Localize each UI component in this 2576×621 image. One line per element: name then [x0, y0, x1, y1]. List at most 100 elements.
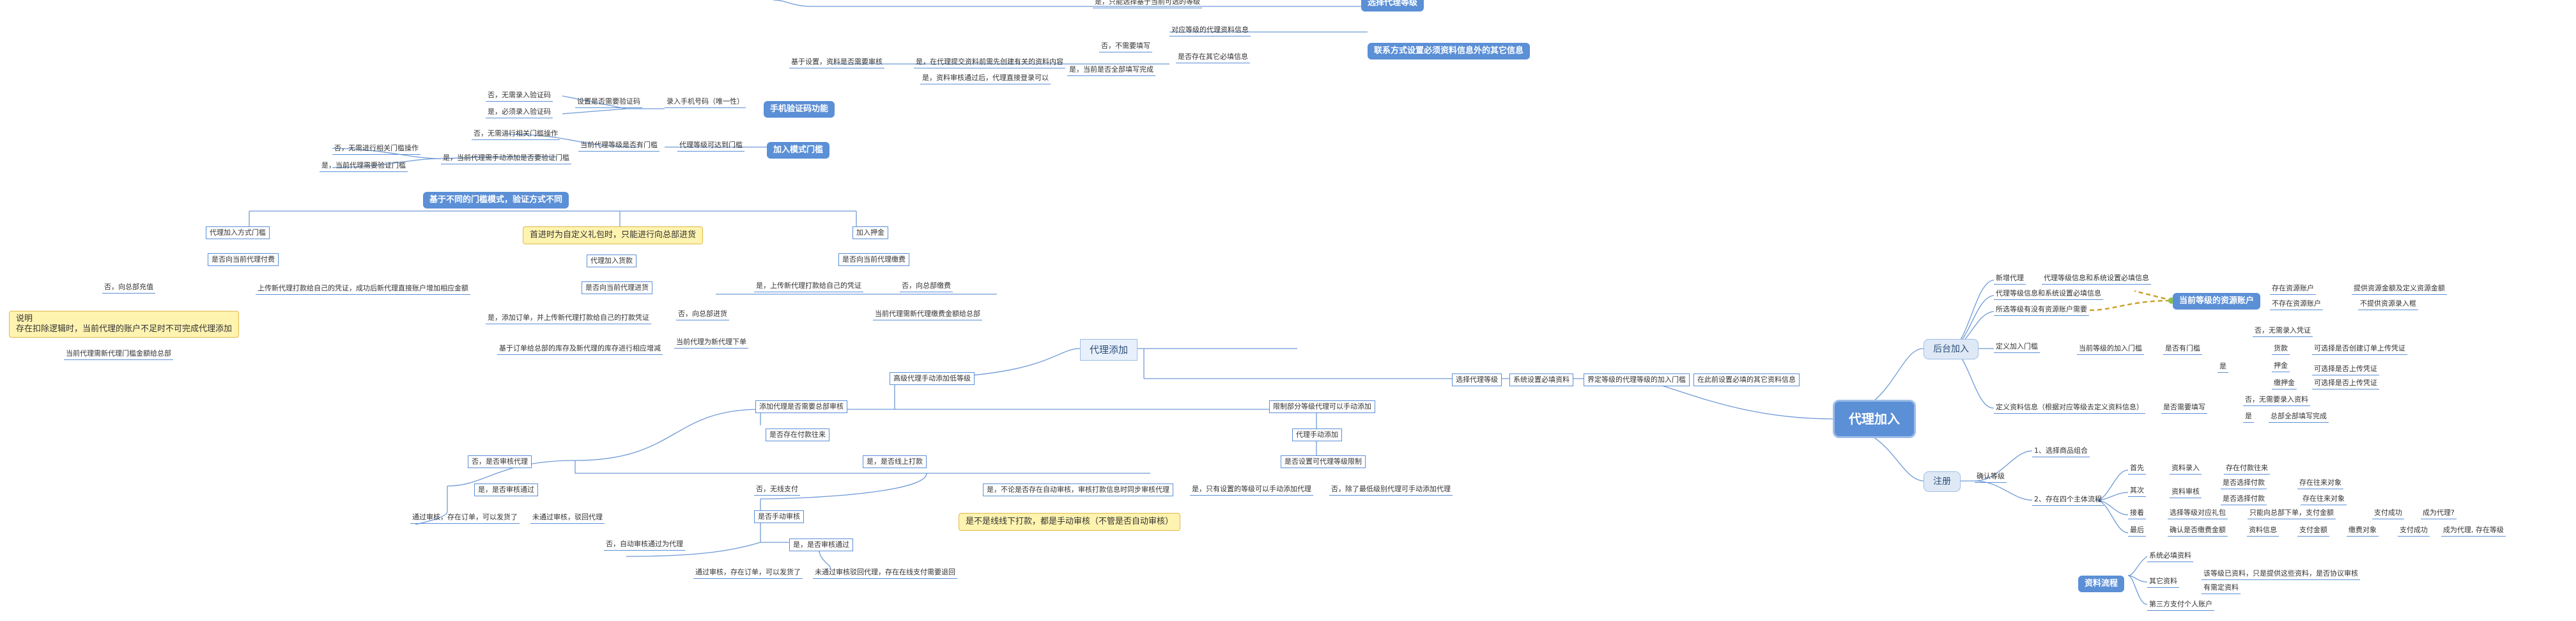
right-row-head-3: 最后	[2128, 526, 2146, 537]
right-other-info: 其它资料	[2147, 577, 2179, 588]
top-no-input-code: 否，无需录入验证码	[486, 91, 553, 102]
flow-hint-not-need-audit[interactable]: 是，不论是否存在自动审核，审核打款信息时同步审核代理	[983, 483, 1173, 496]
flow-reject-order2: 未通过审核驳回代理，存在在线支付需要退回	[813, 568, 957, 579]
right-row-2-col-1: 只能向总部下单，支付金额	[2248, 508, 2336, 519]
top-contact-info[interactable]: 联系方式设置必须资料信息外的其它信息	[1368, 43, 1531, 59]
right-whether-required: 是否需要填写	[2161, 403, 2207, 414]
right-third-a: 存在往来对象	[2297, 478, 2343, 489]
flow-tag-0[interactable]: 选择代理等级	[1452, 373, 1502, 386]
right-pay-fee: 押金	[2272, 361, 2290, 372]
flow-yes-auto-pass: 否，自动审核通过为代理	[604, 540, 685, 551]
right-row-head-1: 其次	[2128, 486, 2146, 497]
right-tier-label[interactable]: 当前等级的资源账户	[2173, 293, 2261, 310]
mid-yes-upload: 上传新代理打款给自己的凭证，成功后新代理直接账户增加相应金额	[256, 284, 470, 295]
right-sub-a: 该等级已资料，只是提供这些资料，是否协议审核	[2202, 569, 2360, 580]
right-row-3-col-1: 资料信息	[2247, 526, 2279, 537]
right-row-3-col-2: 支付金额	[2297, 526, 2329, 537]
top-has-other-required: 是否存在其它必填信息	[1176, 52, 1250, 63]
right-row-0-col-0: 资料录入	[2170, 464, 2202, 475]
right-all-required: 总部全部填写完成	[2269, 412, 2329, 423]
top-verify-code-setting: 设置是否需要验证码	[575, 97, 642, 108]
right-not-in-tier: 不存在资源账户	[2270, 299, 2323, 310]
top-for-tier-info: 对应等级的代理资料信息	[1169, 26, 1251, 36]
right-confirm-tier: 确认等级	[1975, 472, 2007, 483]
flow-whether-auto[interactable]: 是否手动审核	[754, 510, 804, 523]
root-node[interactable]: 代理加入	[1833, 400, 1916, 438]
top-phone-verify[interactable]: 手机验证码功能	[764, 101, 835, 118]
flow-no-limit: 是，只有设置的等级可以手动添加代理	[1190, 485, 1313, 496]
flow-high-tier-add[interactable]: 高级代理手动添加低等级	[890, 372, 975, 385]
top-yes-need-threshold-op: 是，当前代理需要验证门槛	[320, 161, 408, 172]
top-select-tier-hint: 是，只能选择基于当前可选的等级	[1093, 0, 1202, 8]
flow-no-audit[interactable]: 否，是否审核代理	[468, 455, 532, 468]
mid-yes-add-order: 是，添加订单，并上传新代理打款给自己的打款凭证	[486, 313, 651, 324]
mid-first-join-note: 首进时为自定义礼包时，只能进行向总部进货	[523, 226, 704, 244]
flow-reject-order: 未通过审核，驳回代理	[530, 513, 605, 524]
flow-yes-offline[interactable]: 是，是否线上打款	[863, 455, 927, 468]
top-yes-after-approve: 是，资料审核通过后，代理直接登录可以	[920, 74, 1051, 84]
right-material-flow[interactable]: 资料流程	[2078, 576, 2125, 592]
right-pay-third: 第三方支付个人账户	[2147, 600, 2214, 611]
flow-limit-tier-add[interactable]: 限制部分等级代理可以手动添加	[1269, 400, 1375, 413]
right-row-3-col-4: 支付成功	[2398, 526, 2430, 537]
top-join-threshold[interactable]: 加入模式门槛	[767, 142, 830, 159]
right-second-branch-b: 是否选择付款	[2221, 494, 2267, 505]
right-tier-no-auto: 不提供资源录入框	[2358, 299, 2418, 310]
flow-tag-2[interactable]: 界定等级的代理等级的加入门槛	[1584, 373, 1690, 386]
mid-no-upstream: 否，向总部充值	[102, 283, 155, 294]
right-sys-required: 系统必填资料	[2147, 551, 2193, 562]
mid-whether-fee[interactable]: 是否向当前代理付费	[208, 253, 279, 266]
mid-section-title[interactable]: 基于不同的门槛模式，验证方式不同	[423, 192, 569, 208]
mid-whether-stock[interactable]: 是否向当前代理进货	[582, 281, 652, 294]
right-row-head-0: 首先	[2128, 464, 2146, 475]
branch-houtai[interactable]: 后台加入	[1924, 339, 1978, 359]
right-third-b: 存在往来对象	[2301, 494, 2347, 505]
top-threshold-setting: 代理等级可达到门槛	[677, 141, 744, 152]
top-based-on-setting: 基于设置，资料是否需要审核	[789, 58, 884, 68]
right-row-3-col-0: 确认是否缴费金额	[2168, 526, 2228, 537]
right-pay-deposit: 缴押金	[2272, 379, 2297, 389]
top-current-tier-has-threshold: 当前代理等级是否有门槛	[578, 141, 659, 152]
flow-tier-manual[interactable]: 代理手动添加	[1292, 428, 1342, 441]
right-resource-view: 提供资源金额及定义资源金额	[2352, 284, 2447, 295]
mid-stock[interactable]: 代理加入货款	[587, 255, 636, 267]
mid-order-status-hint: 基于订单给总部的库存及新代理的库存进行相应增减	[497, 344, 663, 355]
flow-pass-order2: 通过审核，存在订单，可以发货了	[693, 568, 803, 579]
flow-whether-limit[interactable]: 是否设置可代理等级限制	[1281, 455, 1366, 468]
right-entry-mode: 定义加入门槛	[1994, 342, 2040, 353]
mid-current-tier-order: 当前代理为新代理下单	[674, 338, 748, 349]
right-row-3-col-5: 成为代理, 存在等级	[2441, 526, 2506, 537]
mid-note-body: 存在扣除逻辑时，当前代理的账户不足时不可完成代理添加	[16, 324, 233, 334]
branch-daili-tianjia[interactable]: 代理添加	[1080, 339, 1138, 361]
flow-no-pay-needed[interactable]: 是，是否审核通过	[474, 483, 538, 496]
right-row-2-col-2: 支付成功	[2372, 508, 2404, 519]
right-item2: 2、存在四个主体流程	[2032, 495, 2104, 506]
right-yes-required-fill: 是	[2243, 412, 2254, 423]
flow-tag-3[interactable]: 在此前设置必填的其它资料信息	[1693, 373, 1800, 386]
right-current-tier-entry: 当前等级的加入门槛	[2077, 344, 2144, 355]
top-yes-after-submit: 是，在代理提交资料前需先创建有关的资料内容	[914, 58, 1065, 68]
top-after-bind-phone: 录入手机号码（唯一性）	[665, 97, 746, 108]
branch-zhuce[interactable]: 注册	[1924, 471, 1961, 492]
right-no-need-fill: 否，无需要录入资料	[2243, 395, 2310, 406]
right-agent-tier-info: 代理等级信息和系统设置必填信息	[1994, 289, 2103, 300]
flow-yes-manual-review[interactable]: 是，是否审核通过	[789, 538, 853, 551]
top-no-need-fill: 否，不需要填写	[1099, 42, 1152, 52]
flow-limit-tier-only: 否，除了最低级别代理可手动添加代理	[1329, 485, 1453, 496]
flow-tag-1[interactable]: 系统设置必填资料	[1509, 373, 1573, 386]
top-select-tier[interactable]: 选择代理等级	[1361, 0, 1424, 12]
right-second-branch: 是否选择付款	[2221, 478, 2267, 489]
flow-no-pay: 否，无线支付	[754, 485, 800, 496]
right-item1: 1、选择商品组合	[2032, 446, 2090, 457]
right-row-head-2: 接着	[2128, 508, 2146, 519]
right-sub-b: 有需定资料	[2202, 583, 2241, 594]
mid-note-label: 说明	[16, 314, 33, 324]
flow-pass-order: 通过审核，存在订单，可以发货了	[410, 513, 520, 524]
flow-audit-flow-title[interactable]: 是否存在付款往来	[766, 428, 829, 441]
mid-whether-deposit[interactable]: 是否向当前代理缴费	[838, 253, 909, 266]
mid-deposit[interactable]: 加入押金	[852, 226, 888, 239]
flow-add-need-review[interactable]: 添加代理是否需要总部审核	[755, 400, 847, 413]
mid-sub-wallet: 当前代理需新代理门槛金额给总部	[64, 349, 173, 360]
mid-join-fee[interactable]: 代理加入方式门槛	[206, 226, 270, 239]
top-yes-if-confirm: 是，当前是否全部填写完成	[1067, 65, 1155, 76]
